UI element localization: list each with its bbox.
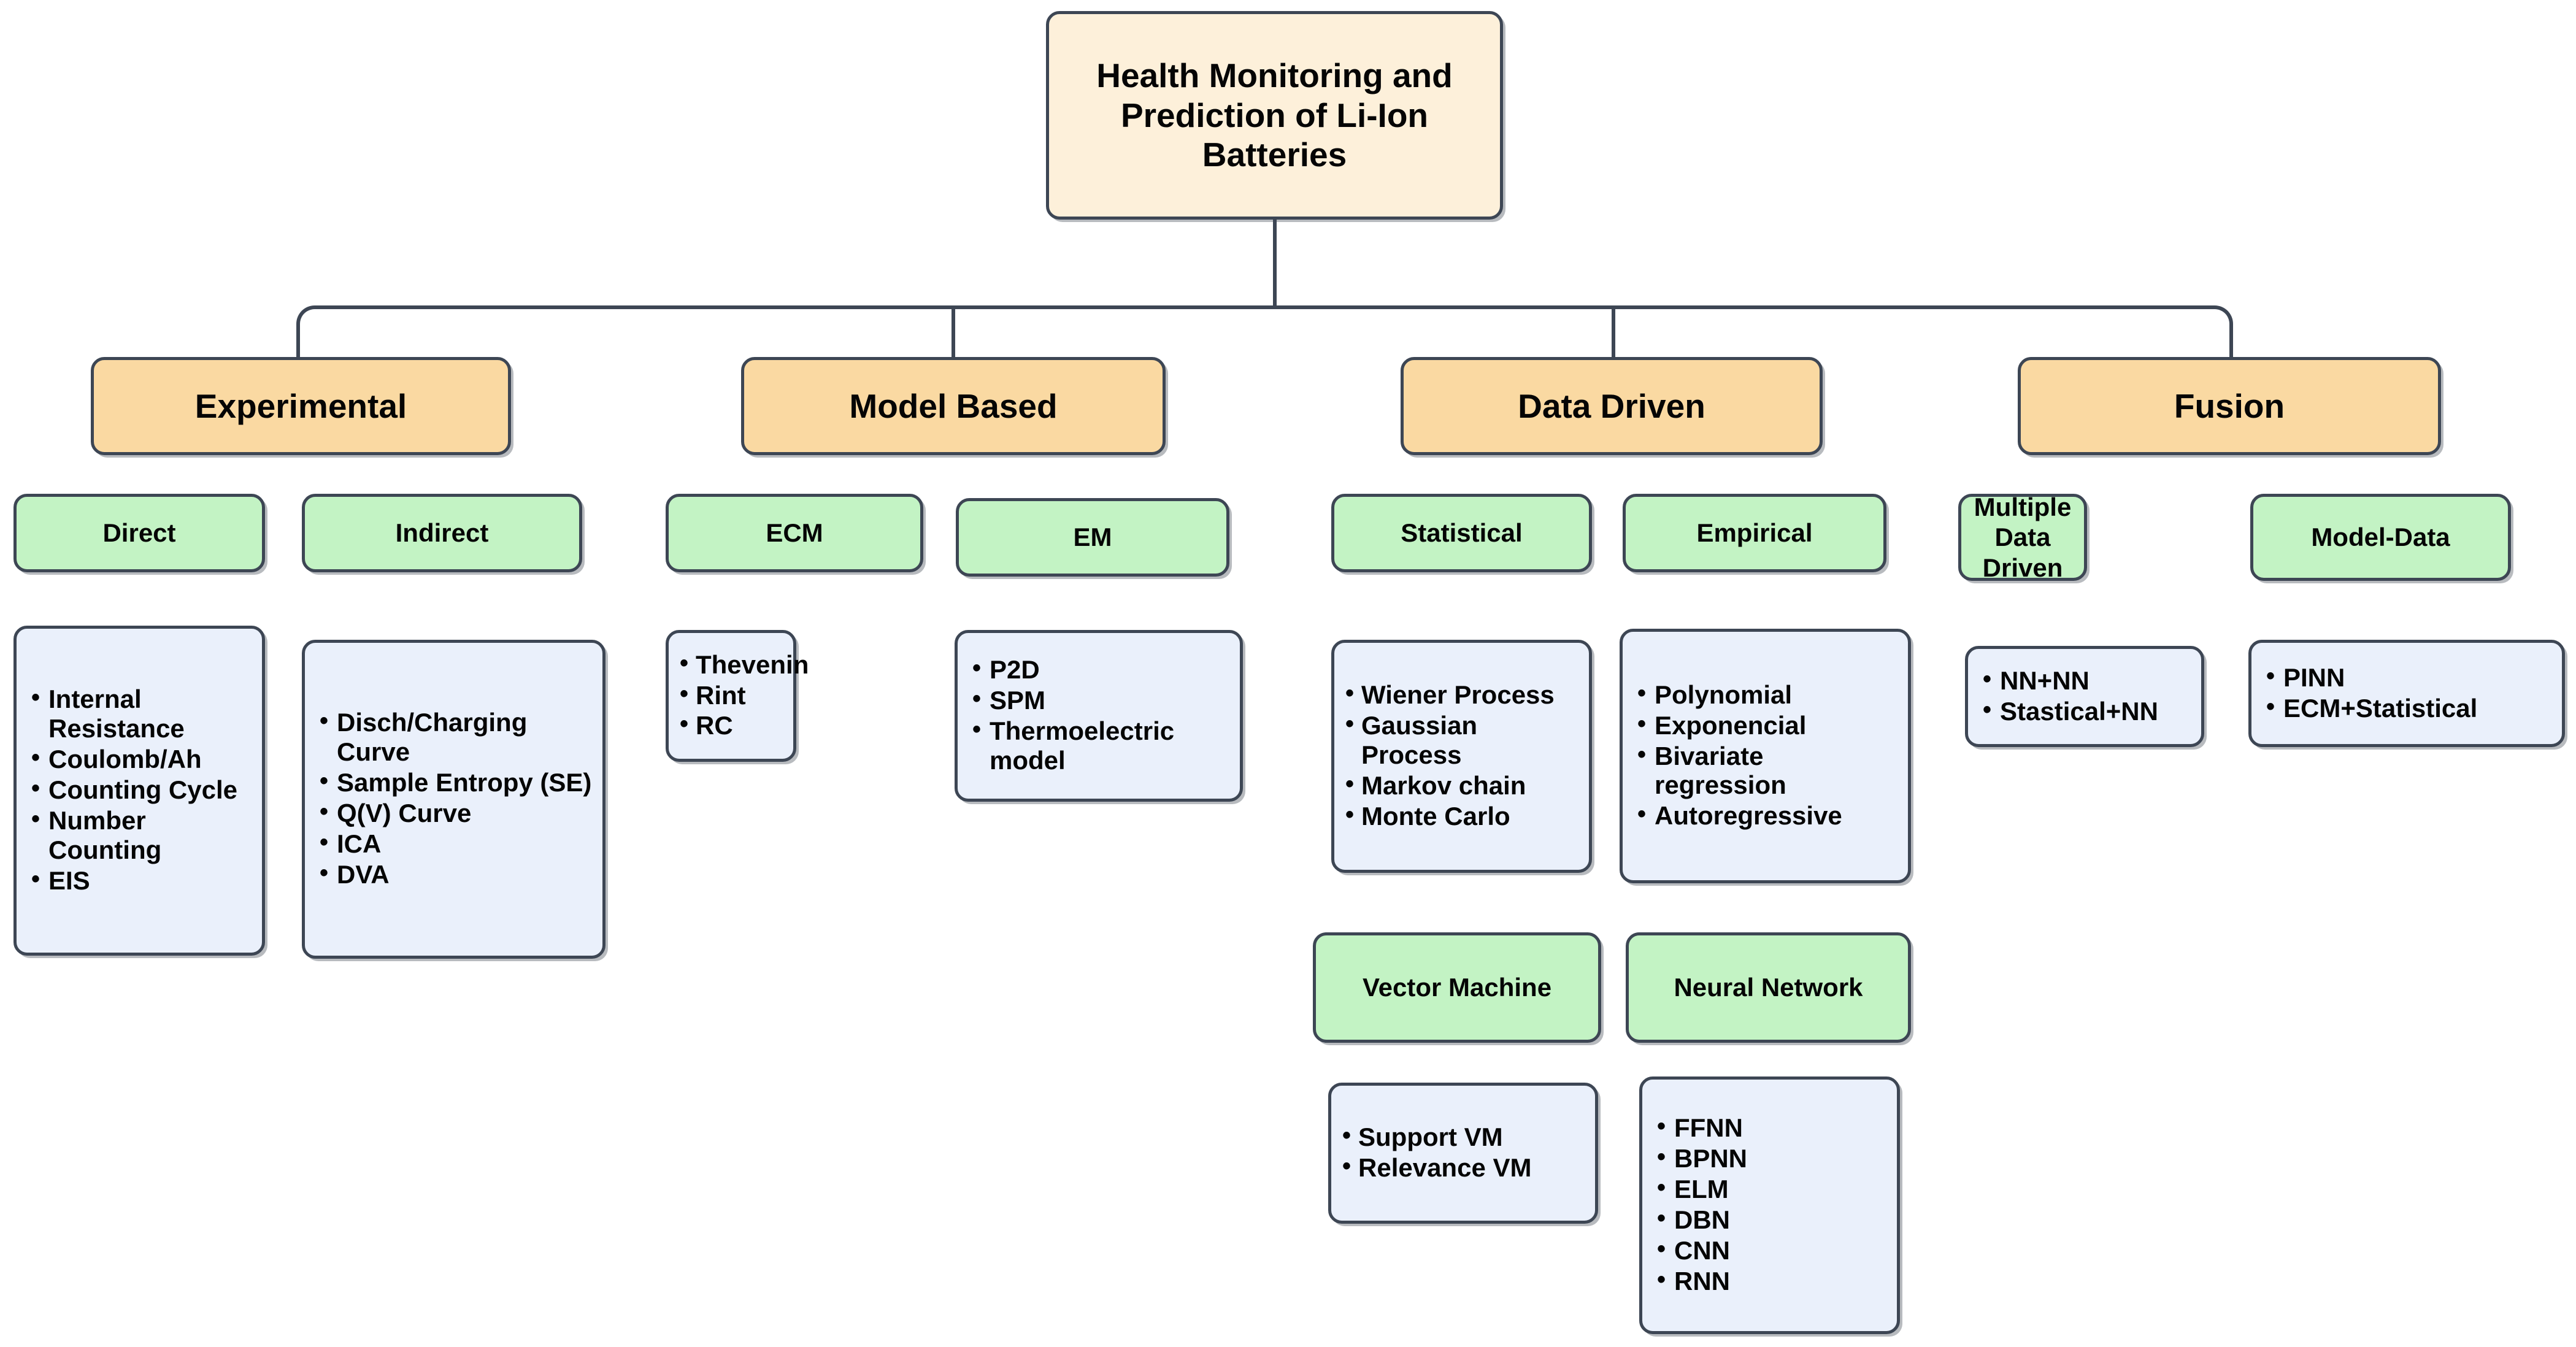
- list-item: Internal Resistance: [28, 684, 253, 743]
- subcategory-label: Neural Network: [1674, 973, 1863, 1002]
- category-label: Fusion: [2174, 386, 2285, 425]
- category-node-experimental[interactable]: Experimental: [91, 357, 511, 455]
- subcategory-label: Statistical: [1401, 518, 1523, 548]
- bullet-list: FFNN BPNN ELM DBN CNN RNN: [1653, 1113, 1888, 1297]
- root-node-label: Health Monitoring and Prediction of Li-I…: [1096, 56, 1453, 174]
- subcategory-node-neural-network[interactable]: Neural Network: [1626, 932, 1911, 1043]
- list-item: Thevenin: [680, 650, 809, 680]
- connector-drop-model-based: [952, 307, 955, 376]
- item-list-statistical: Wiener Process Gaussian Process Markov c…: [1331, 640, 1592, 873]
- subcategory-node-model-data[interactable]: Model-Data: [2250, 494, 2511, 581]
- connector-drop-fusion: [2229, 324, 2233, 376]
- connector-drop-data-driven: [1612, 307, 1615, 376]
- list-item: Bivariate regression: [1634, 741, 1899, 800]
- subcategory-label: ECM: [766, 518, 823, 548]
- bullet-list: NN+NN Stastical+NN: [1979, 666, 2193, 727]
- list-item: Exponencial: [1634, 710, 1899, 740]
- category-label: Experimental: [194, 386, 407, 425]
- subcategory-label: Indirect: [395, 518, 489, 548]
- list-item: P2D: [969, 654, 1231, 685]
- list-item: Polynomial: [1634, 680, 1899, 710]
- list-item: Disch/Charging Curve: [316, 707, 594, 767]
- list-item: Gaussian Process: [1345, 710, 1580, 770]
- subcategory-node-indirect[interactable]: Indirect: [302, 494, 582, 572]
- list-item: EIS: [28, 865, 253, 896]
- bullet-list: Thevenin Rint RC: [680, 650, 809, 742]
- bullet-list: Wiener Process Gaussian Process Markov c…: [1345, 680, 1580, 832]
- item-list-multiple-data-driven: NN+NN Stastical+NN: [1965, 646, 2204, 747]
- list-item: CNN: [1653, 1235, 1888, 1265]
- item-list-vector-machine: Support VM Relevance VM: [1328, 1083, 1598, 1224]
- subcategory-node-direct[interactable]: Direct: [13, 494, 265, 572]
- subcategory-label: Vector Machine: [1362, 973, 1552, 1002]
- list-item: Sample Entropy (SE): [316, 767, 594, 797]
- list-item: Thermoelectric model: [969, 716, 1231, 775]
- subcategory-node-empirical[interactable]: Empirical: [1623, 494, 1886, 572]
- list-item: Counting Cycle: [28, 775, 253, 805]
- list-item: Support VM: [1342, 1122, 1586, 1152]
- list-item: ICA: [316, 829, 594, 859]
- item-list-empirical: Polynomial Exponencial Bivariate regress…: [1620, 629, 1911, 883]
- connector-root-stem: [1273, 220, 1277, 307]
- list-item: PINN: [2263, 662, 2553, 693]
- list-item: Wiener Process: [1345, 680, 1580, 710]
- bullet-list: Support VM Relevance VM: [1342, 1122, 1586, 1184]
- list-item: Rint: [680, 680, 785, 710]
- subcategory-label: Multiple Data Driven: [1974, 493, 2072, 582]
- subcategory-node-vector-machine[interactable]: Vector Machine: [1313, 932, 1601, 1043]
- bullet-list: PINN ECM+Statistical: [2263, 662, 2553, 724]
- connector-drop-experimental: [296, 324, 300, 376]
- category-node-fusion[interactable]: Fusion: [2018, 357, 2441, 455]
- category-node-model-based[interactable]: Model Based: [741, 357, 1166, 455]
- subcategory-node-em[interactable]: EM: [956, 498, 1229, 577]
- bullet-list: Internal Resistance Coulomb/Ah Counting …: [28, 684, 253, 896]
- subcategory-label: Model-Data: [2311, 523, 2450, 552]
- connector-bus: [296, 305, 2233, 326]
- list-item: Number Counting: [28, 805, 253, 865]
- list-item: DBN: [1653, 1205, 1888, 1235]
- subcategory-label: EM: [1073, 523, 1112, 552]
- item-list-direct: Internal Resistance Coulomb/Ah Counting …: [13, 626, 265, 956]
- category-label: Data Driven: [1518, 386, 1705, 425]
- subcategory-node-multiple-data-driven[interactable]: Multiple Data Driven: [1958, 493, 2087, 582]
- list-item: Q(V) Curve: [316, 798, 594, 828]
- list-item: Relevance VM: [1342, 1153, 1586, 1183]
- bullet-list: Polynomial Exponencial Bivariate regress…: [1634, 680, 1899, 832]
- item-list-neural-network: FFNN BPNN ELM DBN CNN RNN: [1639, 1076, 1900, 1334]
- subcategory-label: Empirical: [1696, 518, 1813, 548]
- subcategory-node-statistical[interactable]: Statistical: [1331, 494, 1592, 572]
- list-item: ECM+Statistical: [2263, 693, 2553, 723]
- list-item: Coulomb/Ah: [28, 744, 253, 774]
- list-item: Stastical+NN: [1979, 696, 2193, 726]
- list-item: FFNN: [1653, 1113, 1888, 1143]
- list-item: NN+NN: [1979, 666, 2193, 696]
- subcategory-label: Direct: [102, 518, 176, 548]
- item-list-indirect: Disch/Charging Curve Sample Entropy (SE)…: [302, 640, 606, 959]
- item-list-em: P2D SPM Thermoelectric model: [955, 630, 1243, 802]
- list-item: RC: [680, 710, 785, 740]
- list-item: DVA: [316, 859, 594, 889]
- bullet-list: P2D SPM Thermoelectric model: [969, 654, 1231, 777]
- subcategory-node-ecm[interactable]: ECM: [666, 494, 923, 572]
- list-item: SPM: [969, 685, 1231, 715]
- item-list-model-data: PINN ECM+Statistical: [2248, 640, 2565, 747]
- category-label: Model Based: [849, 386, 1058, 425]
- list-item: BPNN: [1653, 1143, 1888, 1173]
- list-item: Monte Carlo: [1345, 801, 1580, 831]
- bullet-list: Disch/Charging Curve Sample Entropy (SE)…: [316, 707, 594, 890]
- list-item: ELM: [1653, 1174, 1888, 1204]
- category-node-data-driven[interactable]: Data Driven: [1401, 357, 1823, 455]
- list-item: RNN: [1653, 1266, 1888, 1296]
- root-node[interactable]: Health Monitoring and Prediction of Li-I…: [1046, 11, 1503, 220]
- list-item: Autoregressive: [1634, 800, 1899, 831]
- list-item: Markov chain: [1345, 770, 1580, 800]
- item-list-ecm: Thevenin Rint RC: [666, 630, 809, 762]
